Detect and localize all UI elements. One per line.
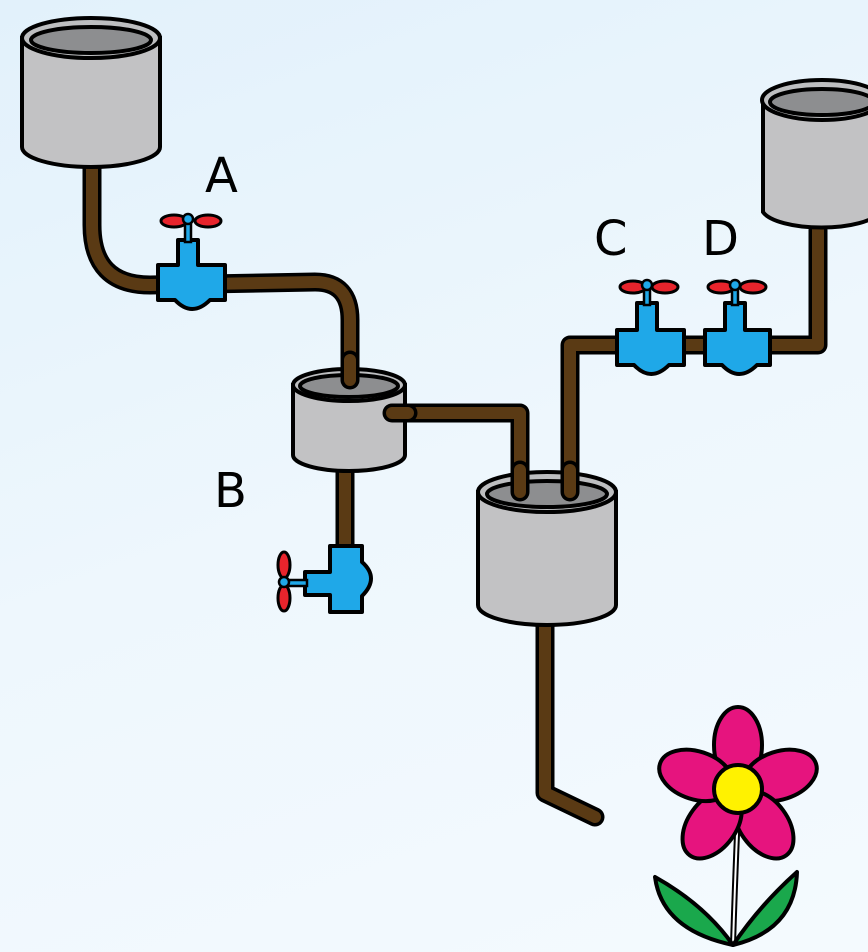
flower-center-icon xyxy=(712,763,764,815)
valve-a[interactable] xyxy=(156,212,227,311)
valve-label-a: A xyxy=(205,148,238,204)
valve-c[interactable] xyxy=(615,278,686,376)
leaf-left-icon xyxy=(653,875,735,947)
leaf-right-icon xyxy=(731,870,799,947)
tank-top-right xyxy=(760,78,868,230)
valve-label-b: B xyxy=(214,463,247,519)
pipe-entries xyxy=(340,350,580,502)
pipe-network xyxy=(82,150,828,827)
flower xyxy=(653,705,819,947)
valve-label-d: D xyxy=(702,211,739,267)
valve-d[interactable] xyxy=(703,278,772,376)
valve-b[interactable] xyxy=(276,544,373,614)
tank-large-bottom xyxy=(476,470,618,627)
valve-label-c: C xyxy=(594,211,628,267)
tank-top-left xyxy=(20,16,162,169)
